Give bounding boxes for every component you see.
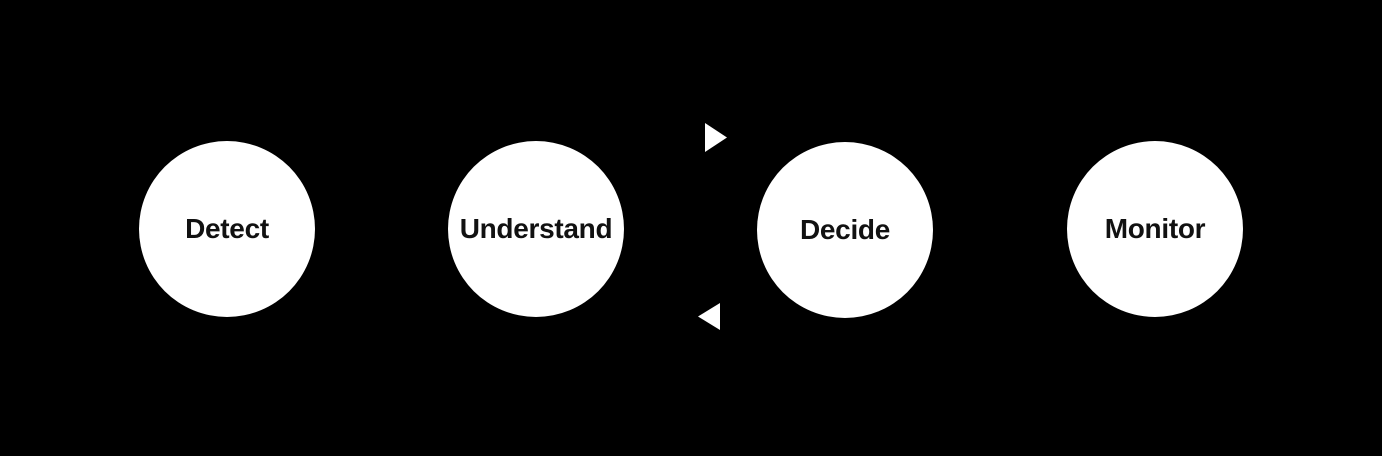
arrowhead-right-icon (705, 123, 727, 152)
node-label-understand: Understand (459, 213, 613, 244)
arrowhead-left-icon (698, 303, 720, 330)
node-monitor: Monitor (1067, 141, 1243, 317)
node-label-decide: Decide (799, 214, 891, 245)
node-decide: Decide (757, 142, 933, 318)
node-label-monitor: Monitor (1104, 213, 1206, 244)
node-label-detect: Detect (185, 213, 269, 244)
node-understand: Understand (448, 141, 624, 317)
node-detect: Detect (139, 141, 315, 317)
